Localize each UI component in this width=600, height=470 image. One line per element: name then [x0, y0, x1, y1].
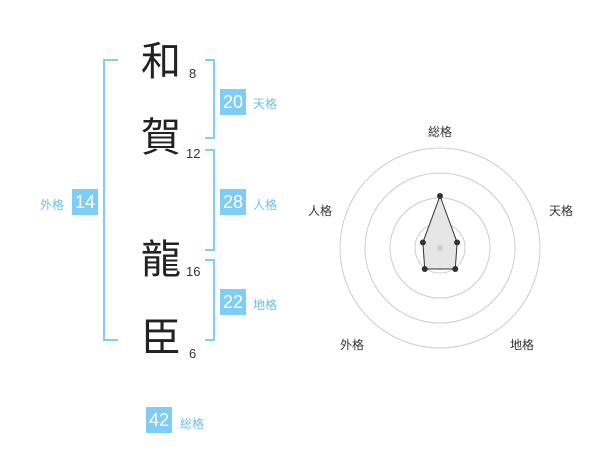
name-char-2: 賀: [141, 115, 181, 161]
name-char-4: 臣: [141, 315, 181, 361]
stroke-count-3: 16: [186, 264, 201, 279]
radar-point-総格: [437, 193, 443, 199]
jinkaku-bracket: [205, 149, 215, 251]
chikaku-value: 22: [220, 289, 246, 315]
tenkaku-bracket: [205, 59, 215, 139]
radar-ring: [339, 147, 541, 349]
jinkaku-value: 28: [220, 189, 246, 215]
radar-label-jinkaku: 人格: [308, 204, 333, 218]
radar-grid: [339, 147, 541, 349]
stroke-count-1: 8: [189, 66, 197, 81]
chikaku-label: 地格: [253, 298, 278, 312]
soukaku-label: 総格: [180, 417, 205, 431]
radar-point-人格: [419, 239, 426, 246]
radar-label-chikaku: 地格: [510, 338, 535, 352]
tenkaku-value: 20: [220, 89, 246, 115]
stroke-count-4: 6: [189, 346, 197, 361]
radar-ring: [364, 172, 516, 324]
gaikaku-value: 14: [72, 189, 98, 215]
radar-polygon: [422, 194, 458, 270]
soukaku-value: 42: [146, 407, 172, 433]
tenkaku-label: 天格: [253, 97, 278, 111]
radar-chart: [339, 147, 541, 349]
radar-point-外格: [421, 266, 428, 273]
gaikaku-bracket: [103, 59, 118, 341]
name-char-3: 龍: [141, 237, 181, 283]
gaikaku-label: 外格: [40, 198, 65, 212]
stroke-count-2: 12: [186, 146, 201, 161]
radar-point-地格: [452, 266, 459, 273]
radar-points: [419, 193, 461, 273]
radar-label-tenkaku: 天格: [549, 204, 574, 218]
radar-point-天格: [454, 239, 461, 246]
radar-center-dot: [437, 245, 443, 251]
jinkaku-label: 人格: [253, 198, 278, 212]
radar-label-soukaku: 総格: [428, 125, 453, 139]
chikaku-bracket: [205, 259, 215, 341]
radar-label-gaikaku: 外格: [340, 338, 365, 352]
name-char-1: 和: [141, 39, 181, 85]
